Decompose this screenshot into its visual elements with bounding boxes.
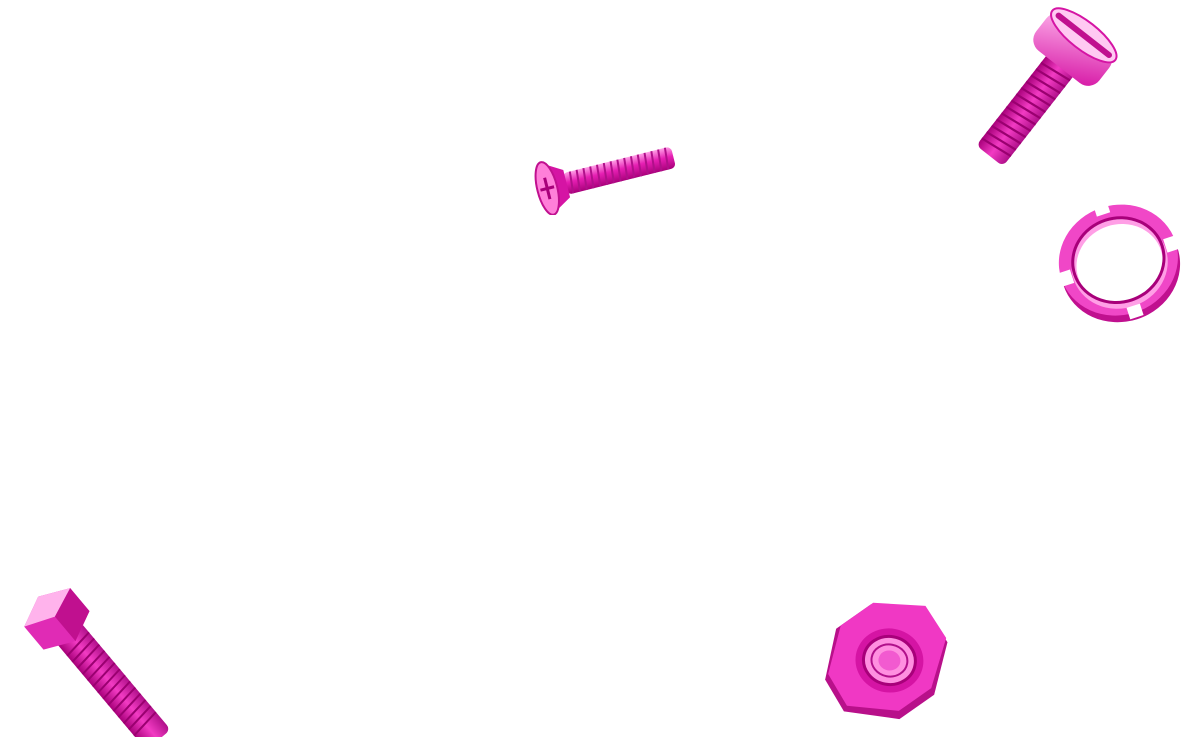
hex-nut-icon xyxy=(825,602,948,720)
flat-head-screw-icon xyxy=(534,147,676,215)
slotted-ring-nut-icon xyxy=(1058,200,1181,323)
cheese-head-screw-icon xyxy=(978,7,1118,164)
hex-bolt-icon xyxy=(24,588,169,737)
